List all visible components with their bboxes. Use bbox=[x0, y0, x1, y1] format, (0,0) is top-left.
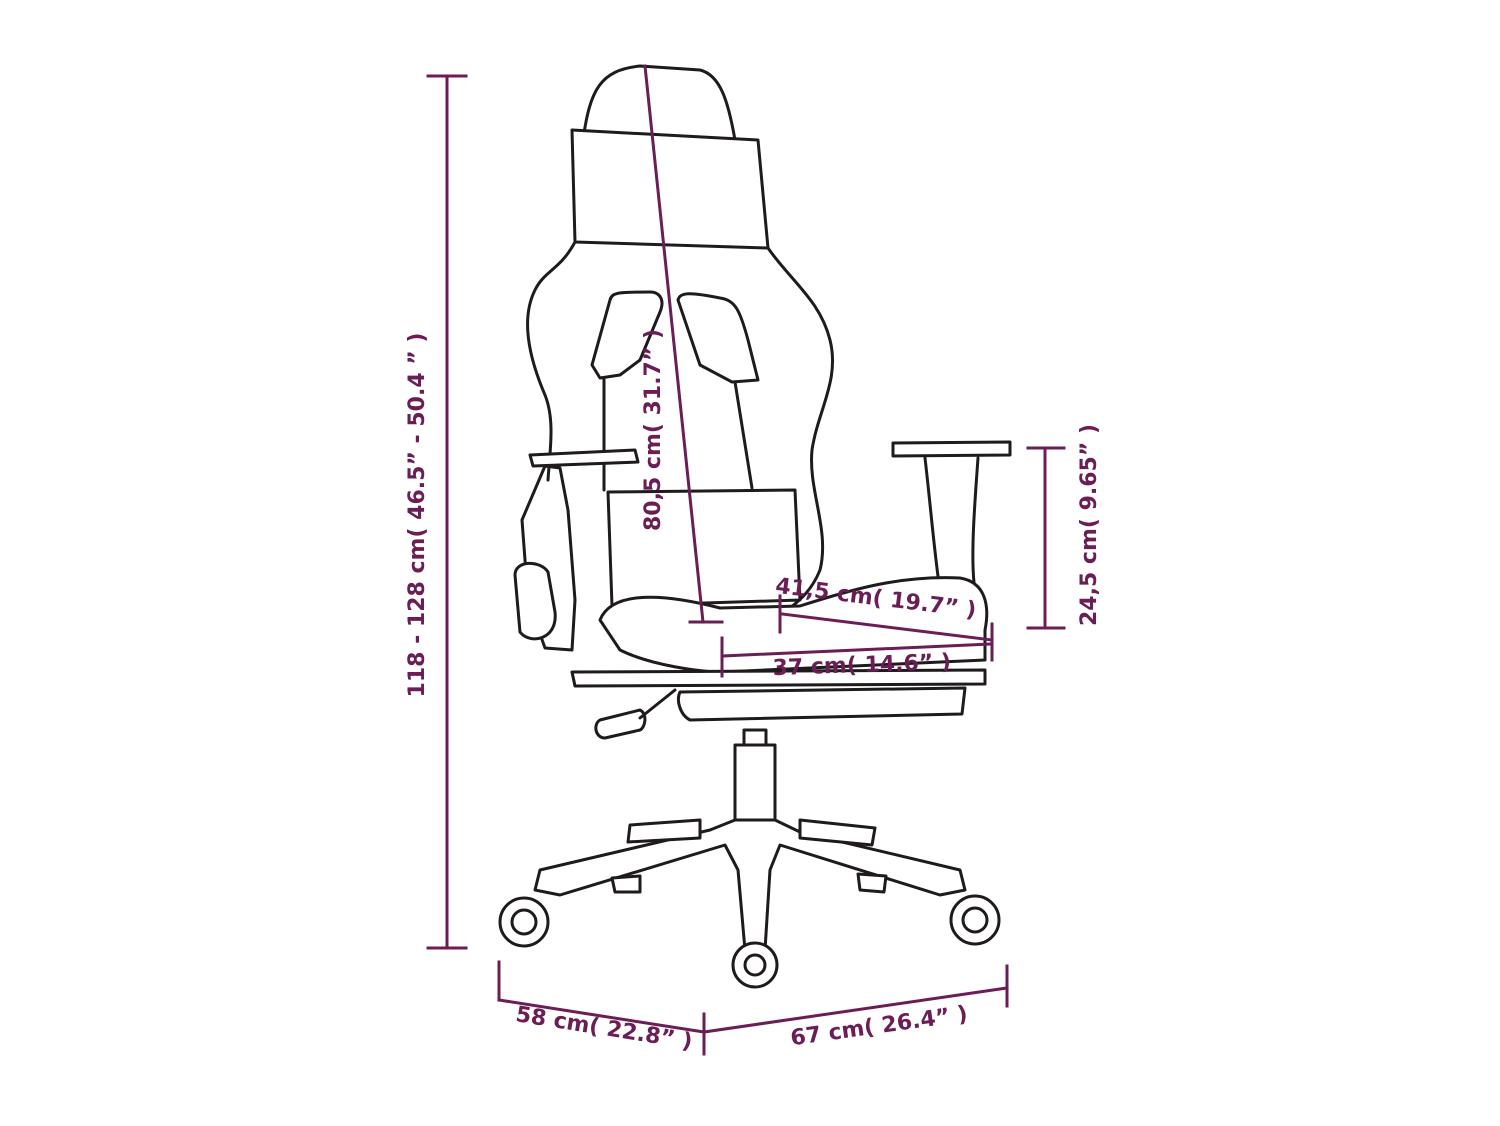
base-back-left-leg bbox=[626, 818, 702, 844]
height-lever bbox=[594, 708, 647, 740]
caster-front-center bbox=[731, 941, 779, 989]
backrest-right-edge bbox=[766, 246, 835, 610]
right-armrest-support bbox=[923, 456, 980, 592]
seat-width-line bbox=[720, 642, 994, 658]
backrest-height-line bbox=[643, 64, 705, 624]
gas-lift-cylinder bbox=[733, 743, 777, 822]
right-armrest-pad bbox=[891, 440, 1012, 458]
chair-illustration bbox=[498, 64, 1012, 989]
caster-front-left bbox=[498, 896, 550, 948]
seat-base bbox=[676, 686, 967, 722]
base-back-right-leg bbox=[798, 818, 877, 847]
caster-front-left-hub bbox=[510, 908, 538, 936]
left-armrest-pad bbox=[528, 448, 640, 468]
caster-back-right bbox=[856, 872, 888, 894]
seat-width-label: 37 cm( 14.6” ) bbox=[772, 650, 951, 681]
backrest-strut-right bbox=[733, 380, 754, 490]
armrest-height-label: 24,5 cm( 9.65” ) bbox=[1077, 424, 1102, 626]
footrest-rail bbox=[570, 668, 987, 688]
caster-front-right-hub bbox=[961, 906, 989, 934]
overall-height-label: 118 - 128 cm( 46.5” - 50.4 ” ) bbox=[405, 333, 430, 698]
left-armrest-support bbox=[520, 464, 577, 652]
backrest-opening-left bbox=[590, 290, 664, 380]
base-width-label: 67 cm( 26.4” ) bbox=[789, 1002, 969, 1052]
base-depth-label: 58 cm( 22.8” ) bbox=[514, 1002, 694, 1055]
caster-front-center-hub bbox=[743, 953, 767, 977]
lumbar-pillow bbox=[606, 488, 802, 608]
head-pillow bbox=[570, 128, 770, 250]
dimension-lines bbox=[426, 64, 1066, 1056]
backrest-opening-right bbox=[676, 292, 760, 384]
backrest-left-edge bbox=[526, 240, 577, 482]
seat-depth-line bbox=[780, 612, 994, 642]
star-base bbox=[533, 818, 967, 952]
headrest-outline bbox=[581, 64, 737, 142]
caster-front-right bbox=[949, 894, 1001, 946]
base-depth-line bbox=[497, 998, 706, 1034]
base-width-line bbox=[702, 986, 1009, 1034]
height-lever-arm bbox=[638, 688, 677, 720]
caster-back-left bbox=[610, 874, 642, 894]
backrest-height-label: 80,5 cm( 31.7” ) bbox=[641, 329, 666, 531]
recline-knob bbox=[513, 561, 557, 641]
